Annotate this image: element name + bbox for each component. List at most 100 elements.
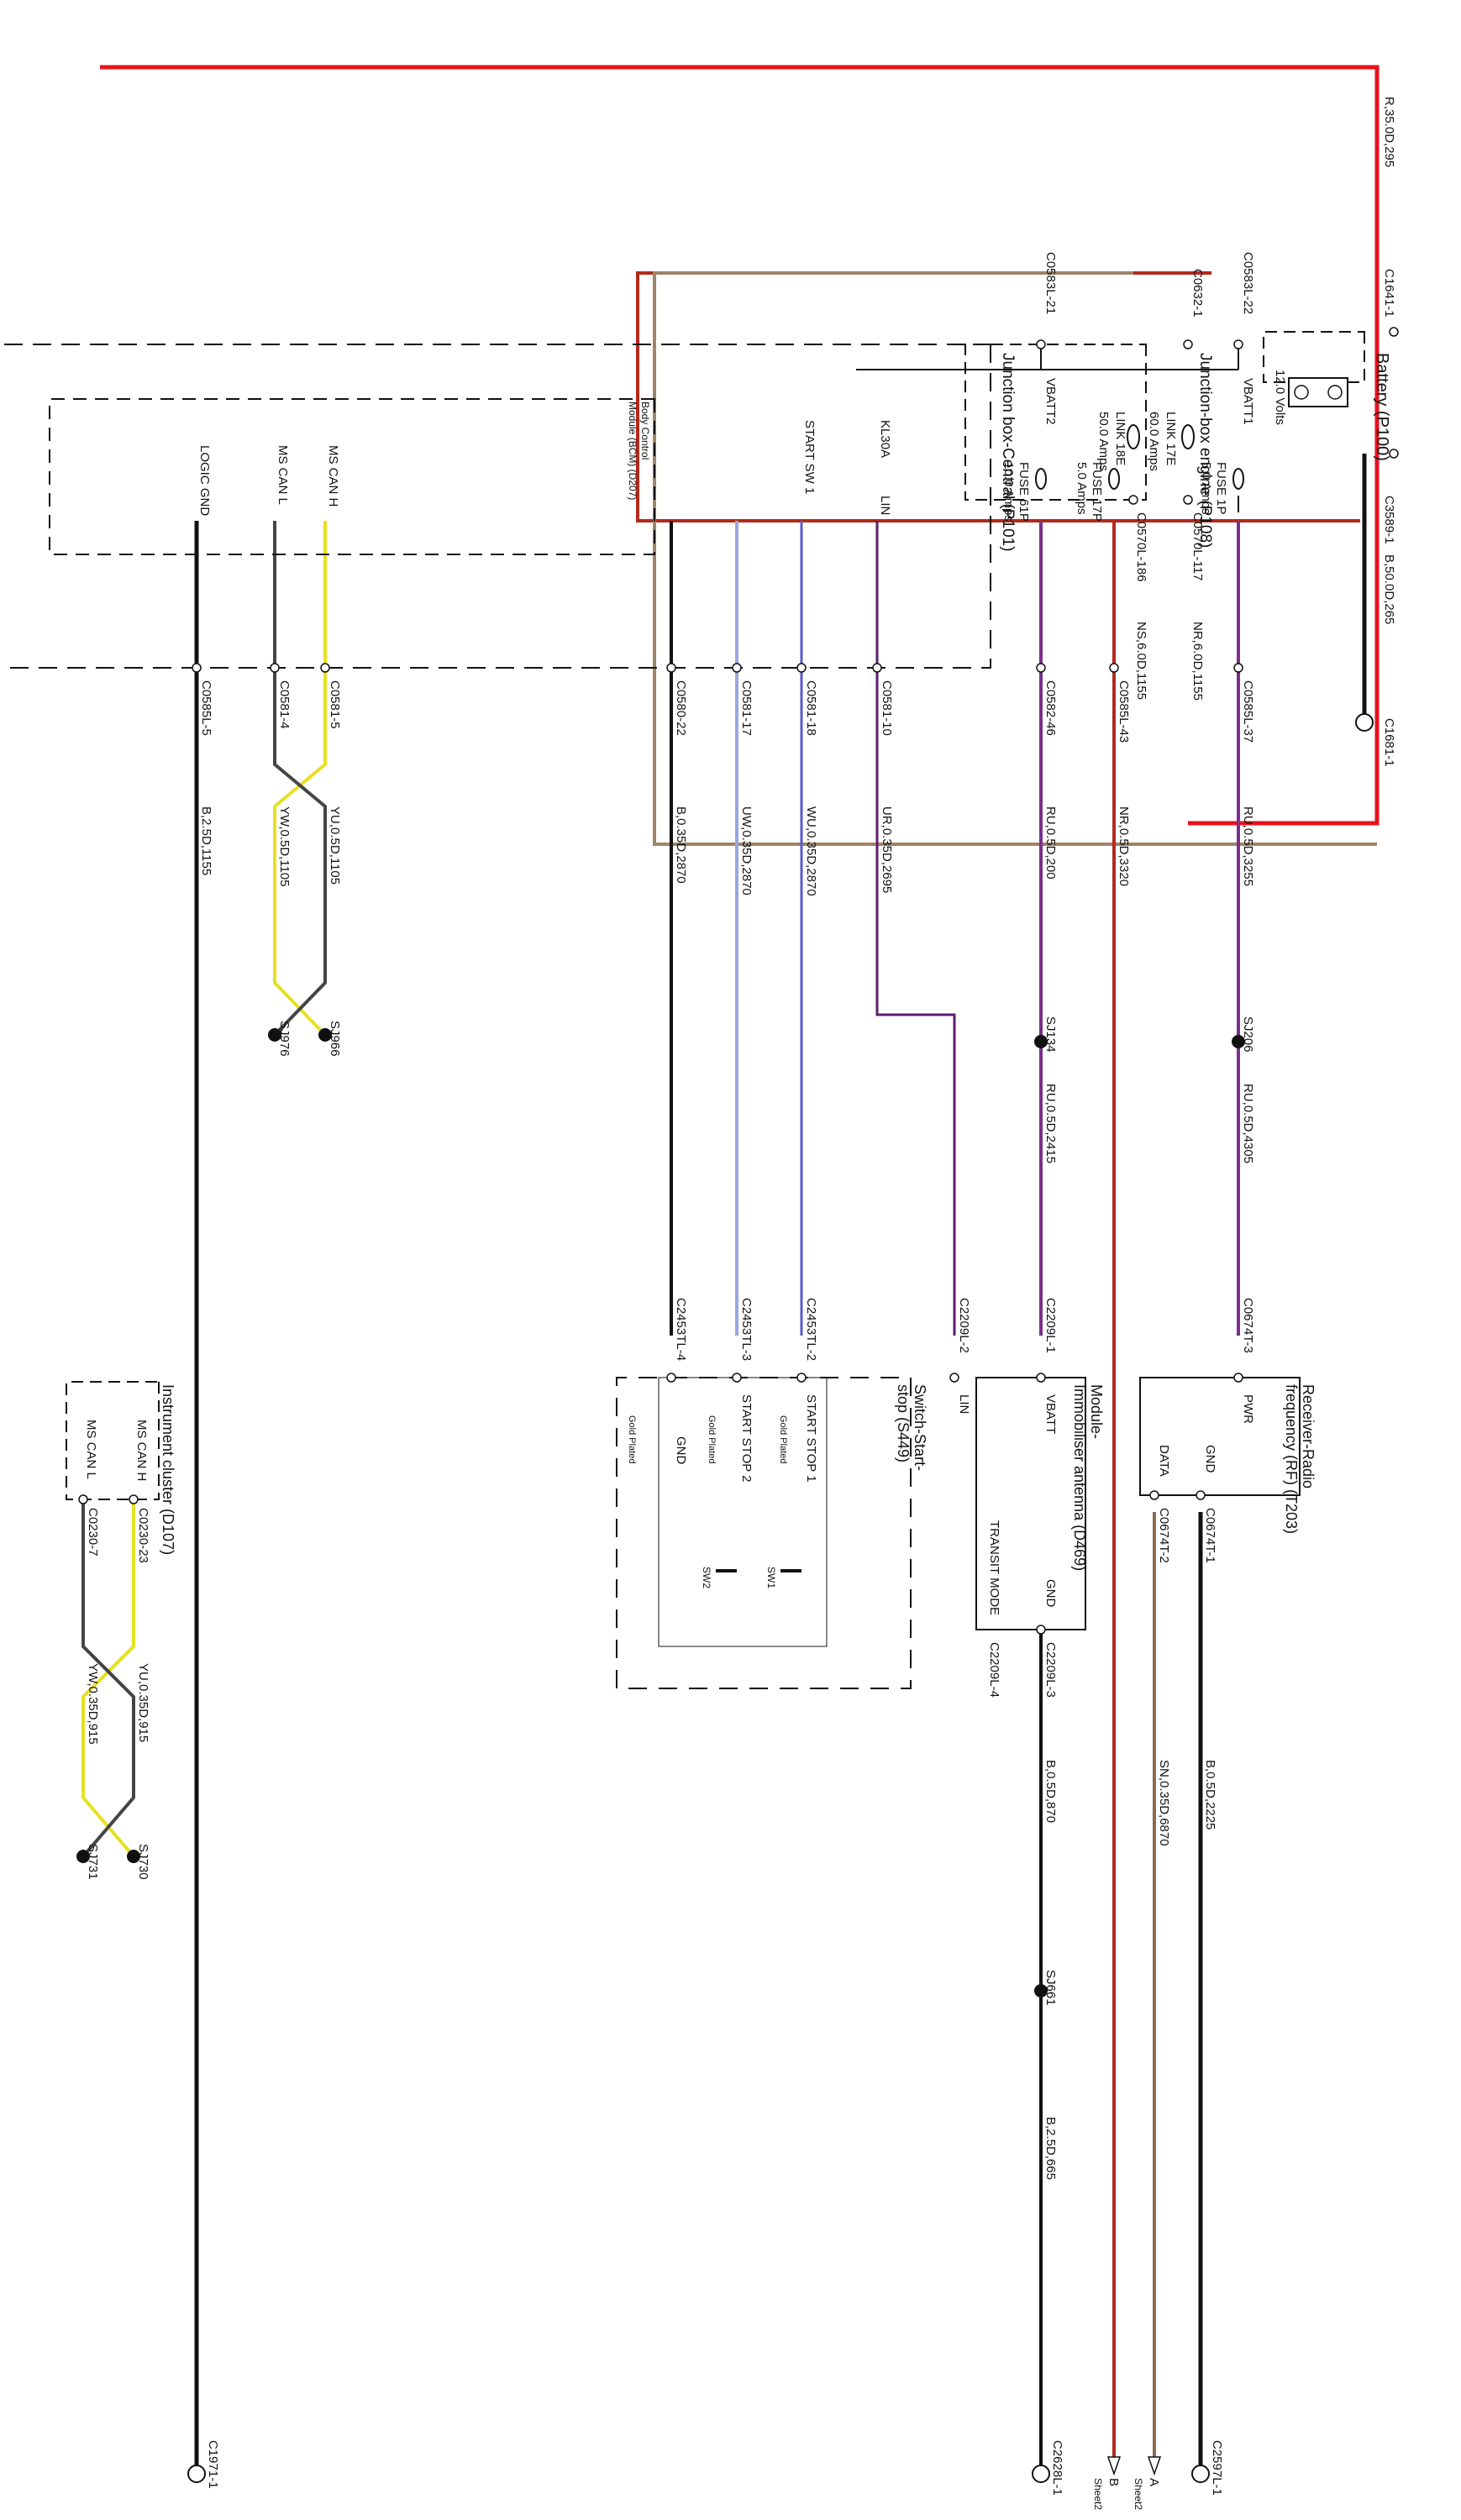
- switch-sw2: SW2: [701, 1567, 712, 1588]
- wire-label-b-2225: B,0.5D,2225: [1203, 1760, 1217, 1830]
- connector-c0581-5: C0581-5: [328, 680, 342, 729]
- wire-r35: [100, 65, 1380, 826]
- wire-label-r35: R,35.0D,295: [1382, 97, 1396, 167]
- fuse-61p-icon: [1035, 468, 1047, 490]
- connector-c0674t-1: C0674T-1: [1203, 1508, 1217, 1563]
- wire-label-ur-2695: UR,0.35D,2695: [880, 806, 894, 893]
- connector-c2209l-1: C2209L-1: [1043, 1298, 1058, 1353]
- wire-label-ns6: NS,6.0D,1155: [1134, 622, 1148, 700]
- connector-c0585l-37: C0585L-37: [1241, 680, 1255, 743]
- connector-c0580-22: C0580-22: [674, 680, 688, 736]
- splice-label-sj731: SJ731: [86, 1844, 100, 1880]
- bcm-lin: LIN: [878, 496, 892, 515]
- jb-central-title: Junction box-Central (P101): [999, 353, 1017, 552]
- splice-label-sj661: SJ661: [1043, 1970, 1058, 2006]
- wire-yu-1105: [273, 521, 327, 1037]
- splice-sj730: [127, 1850, 140, 1863]
- connector-c0581-17: C0581-17: [739, 680, 754, 736]
- splice-label-sj976: SJ976: [277, 1021, 292, 1057]
- jb-engine-pin-17: C0570L-117: [1190, 512, 1205, 580]
- wire-label-yu-1105: YU,0.5D,1105: [328, 806, 342, 885]
- cluster-box: [66, 1381, 160, 1500]
- connector-c2597l-1: C2597L-1: [1210, 2440, 1224, 2496]
- wire-label-yw-915: YW,0.35D,915: [86, 1663, 100, 1745]
- link-18e-label: LINK 18E: [1113, 412, 1127, 465]
- connector-c2453tl-2: C2453TL-2: [804, 1298, 818, 1361]
- jb-engine-pin-in: C0632-1: [1190, 269, 1205, 318]
- connector-c2209l-3: C2209L-3: [1043, 1642, 1058, 1698]
- wire-label-nr6: NR,6.0D,1155: [1190, 622, 1205, 701]
- splice-sj661: [1034, 1984, 1048, 1998]
- bcm-ms-can-l: MS CAN L: [276, 445, 290, 505]
- bcm-kl30a: KL30A: [878, 420, 892, 458]
- connector-c1971-1: C1971-1: [206, 2440, 220, 2489]
- cluster-title: Instrument cluster (D107): [160, 1384, 176, 1555]
- offpage-a-sheet: Sheet2: [1133, 2478, 1144, 2510]
- link-18e-amps: 50.0 Amps: [1096, 412, 1111, 471]
- wire-label-ru-4305: RU,0.5D,4305: [1241, 1084, 1255, 1163]
- splice-label-sj134: SJ134: [1043, 1016, 1058, 1053]
- switch-gold1: Gold Plated: [778, 1415, 788, 1463]
- wire-label-wu-2870: WU,0.35D,2870: [804, 806, 818, 896]
- wire-label-yw-1105: YW,0.5D,1105: [277, 806, 292, 887]
- ground-c2628: [1032, 2465, 1050, 2483]
- link-17e-icon: [1181, 424, 1195, 449]
- offpage-b-sheet: Sheet2: [1092, 2478, 1104, 2510]
- bcm-start-sw1: START SW 1: [802, 420, 817, 494]
- link-17e-label: LINK 17E: [1164, 412, 1178, 465]
- connector-c2209l-4: C2209L-4: [987, 1642, 1001, 1698]
- switch-gold2: Gold Plated: [707, 1415, 717, 1463]
- offpage-b-arrow: [1106, 2456, 1122, 2476]
- rf-pwr: PWR: [1241, 1394, 1255, 1424]
- rf-title-1: Receiver-Radio: [1300, 1384, 1316, 1488]
- cluster-can-h: MS CAN H: [134, 1420, 149, 1481]
- switch-gnd: GND: [674, 1436, 688, 1465]
- immob-title-1: Module-: [1088, 1384, 1105, 1439]
- fuse-1p-icon: [1232, 468, 1244, 512]
- switch-box: [616, 1377, 912, 1689]
- fuse-17p-amps: 5.0 Amps: [1075, 462, 1089, 515]
- splice-label-sj206: SJ206: [1241, 1016, 1255, 1053]
- switch-title-1: Switch-Start-: [912, 1384, 928, 1471]
- bcm-logic-gnd: LOGIC GND: [197, 445, 212, 516]
- wire-label-ru-3255: RU,0.5D,3255: [1241, 806, 1255, 886]
- battery-pin-bot: C3589-1: [1382, 496, 1396, 544]
- link-18e-icon: [1127, 424, 1140, 449]
- battery-title: Battery (P100): [1373, 353, 1391, 461]
- connector-c0581-18: C0581-18: [804, 680, 818, 736]
- bcm-title-2: Module (BCM) (D207): [627, 402, 639, 500]
- fuse-1p-label: FUSE 1P: [1214, 462, 1228, 515]
- vbatt2-label: VBATT2: [1043, 378, 1058, 425]
- ground-c1681: [1355, 713, 1374, 732]
- battery-icon: [1288, 377, 1348, 407]
- jb-engine-pin-18: C0570L-186: [1134, 512, 1148, 582]
- connector-c1681: C1681-1: [1382, 718, 1396, 767]
- offpage-b: B: [1106, 2478, 1121, 2486]
- immob-title-2: Immobiliser antenna (D469): [1071, 1384, 1088, 1571]
- offpage-a-arrow: [1147, 2456, 1162, 2476]
- rf-box: [1139, 1377, 1301, 1496]
- battery-pin-top: C1641-1: [1382, 269, 1396, 318]
- connector-c2453tl-4: C2453TL-4: [674, 1298, 688, 1361]
- wire-label-sn-6870: SN,0.35D,6870: [1157, 1760, 1171, 1846]
- splice-sj976: [268, 1028, 281, 1042]
- fuse-1p-amps: 5.0 Amps: [1199, 462, 1213, 515]
- wire-label-ru-200: RU,0.5D,200: [1043, 806, 1058, 879]
- immob-box: [975, 1377, 1086, 1630]
- bcm-title-1: Body Control: [639, 402, 651, 459]
- switch-sw1: SW1: [765, 1567, 777, 1588]
- immob-vbatt: VBATT: [1043, 1394, 1058, 1434]
- connector-c0582-46: C0582-46: [1043, 680, 1058, 736]
- splice-sj731: [76, 1850, 90, 1863]
- connector-c2628l-1: C2628L-1: [1050, 2440, 1064, 2496]
- fuse-61p-label: FUSE 61P: [1017, 462, 1031, 522]
- wire-ns6: [653, 271, 1377, 846]
- splice-sj134: [1034, 1035, 1048, 1048]
- jb-engine-box: [964, 344, 1147, 501]
- connector-c0230-7: C0230-7: [86, 1508, 100, 1557]
- wire-label-b-870: B,0.5D,870: [1043, 1760, 1058, 1823]
- switch-start2: START STOP 2: [739, 1394, 754, 1483]
- pin-circles: [78, 327, 1399, 1635]
- vbatt1-label: VBATT1: [1241, 378, 1255, 425]
- rf-title-2: frequency (RF) (T203): [1283, 1384, 1300, 1534]
